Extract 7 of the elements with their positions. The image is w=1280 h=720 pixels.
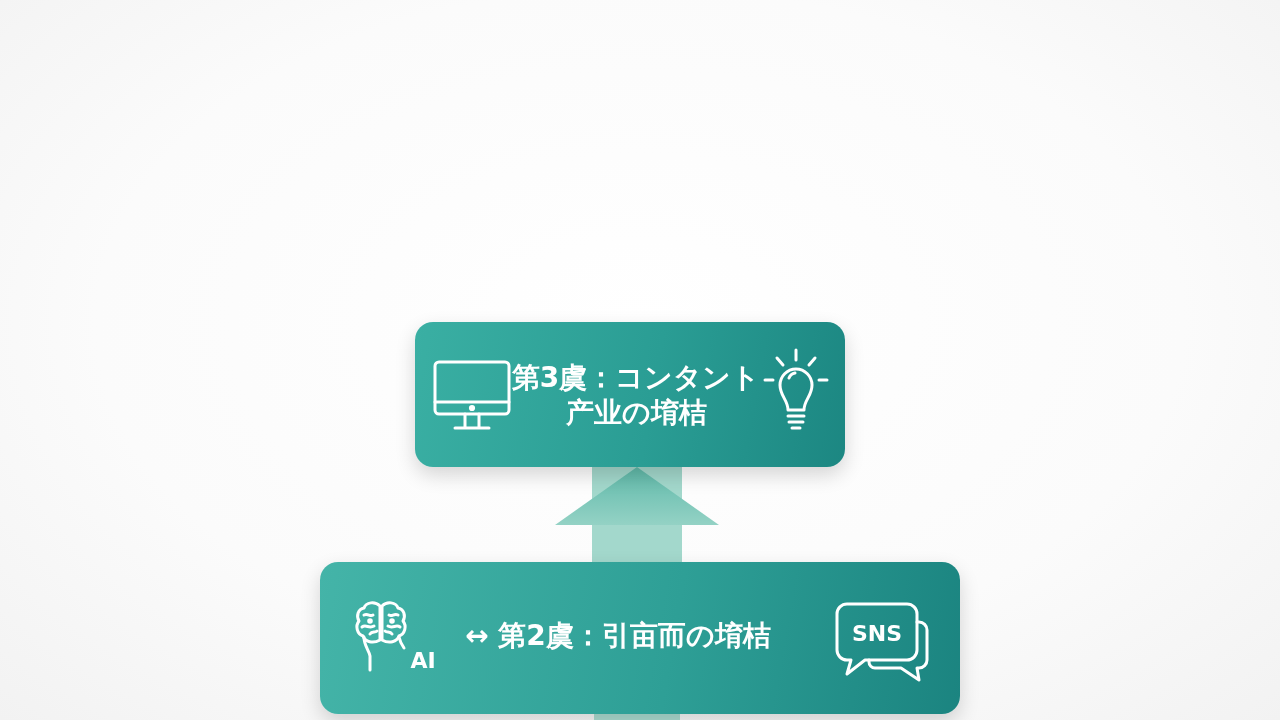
rounded-box: [320, 562, 960, 714]
box-label: ↔ 第2虞：引亩而の堉桔: [464, 618, 772, 654]
block-arrow: [555, 467, 719, 562]
rounded-box: [415, 322, 845, 467]
bubble-text: SNS: [850, 621, 904, 647]
box-label: 第3虞：コンタント产业の堉桔: [510, 360, 762, 430]
icon-caption: AI: [409, 648, 437, 674]
